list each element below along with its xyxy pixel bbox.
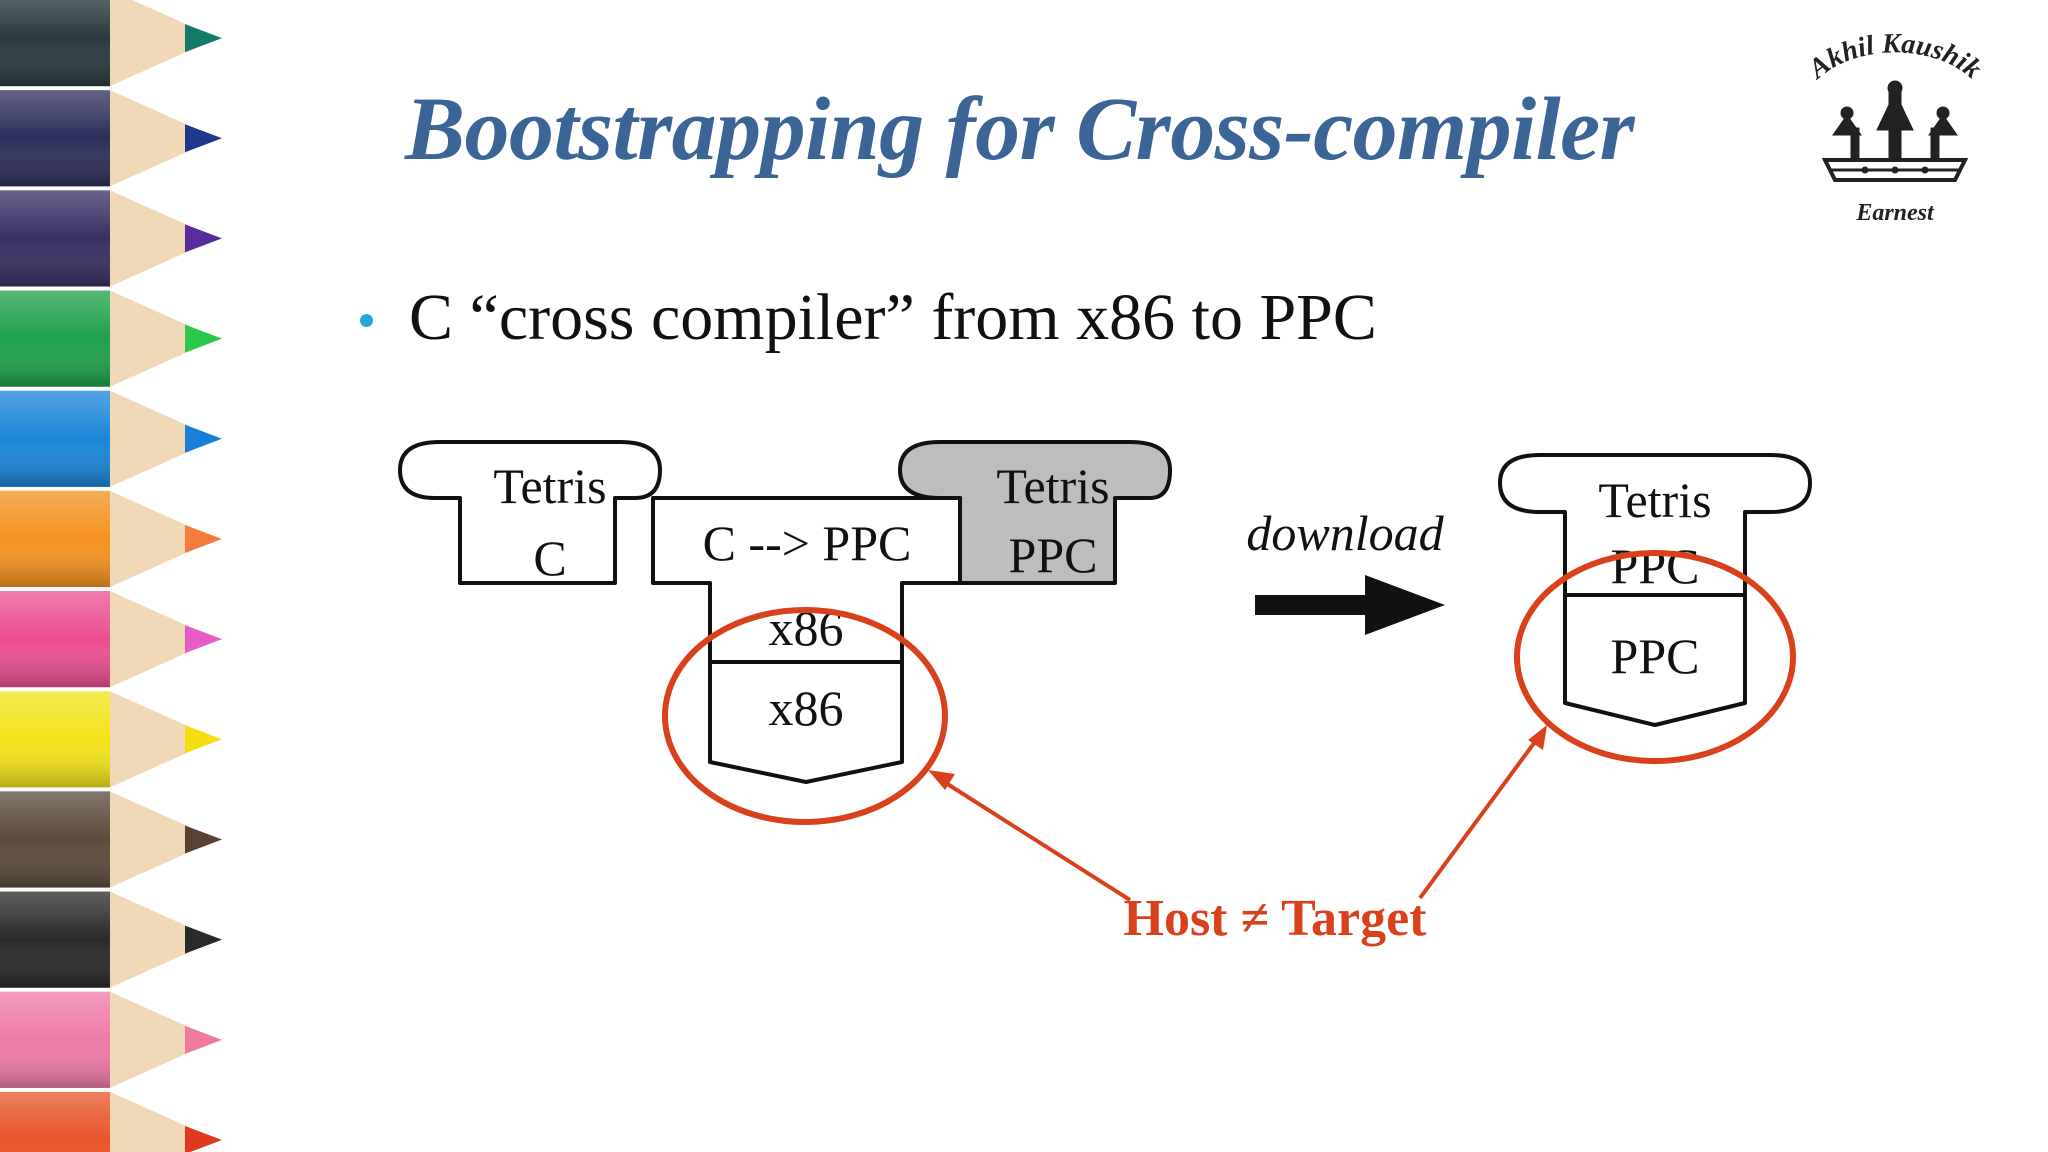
logo-name-text: Akhil Kaushik <box>1801 30 1987 86</box>
pencil-shade <box>0 0 110 87</box>
target-pointer-arrow <box>1418 733 1542 900</box>
pencil-tip <box>185 424 222 453</box>
left-machine-label: x86 <box>769 680 844 736</box>
left-program-line2: C <box>533 530 566 586</box>
pencil-tip <box>185 124 222 153</box>
right-program-line2: PPC <box>1611 538 1700 594</box>
arrow-right-icon <box>1255 575 1445 635</box>
crown-icon <box>1821 80 1969 182</box>
bootstrap-diagram: PPC / x86 --> Tetris C C --> PPC x86 Tet… <box>398 440 1812 947</box>
pencil-shade <box>0 390 110 487</box>
pencil-tip <box>185 524 222 553</box>
pencil-tip <box>185 1126 222 1152</box>
right-machine-label: PPC <box>1611 628 1700 684</box>
colored-pencils-border <box>0 0 222 1152</box>
pencil-wood <box>110 691 195 788</box>
pencil-shade <box>0 891 110 988</box>
pencil-shade <box>0 591 110 688</box>
pencil-wood <box>110 991 195 1088</box>
pencil-tip <box>185 725 222 754</box>
pencil-shade <box>0 290 110 387</box>
pencil-shade <box>0 691 110 788</box>
machine-box-left <box>708 660 904 784</box>
program-box-output <box>898 440 1172 585</box>
pencil-wood <box>110 0 195 87</box>
pencil-wood <box>110 1091 195 1152</box>
pencil-wood <box>110 490 195 588</box>
output-program-line2: PPC <box>1009 527 1098 583</box>
compiler-box <box>651 496 962 664</box>
pencil-tip <box>185 324 222 353</box>
pencil-tip <box>185 224 222 253</box>
download-label: download <box>1246 505 1444 561</box>
pencil-shade <box>0 1091 110 1152</box>
logo-tagline: Earnest <box>1855 200 1935 226</box>
pencil-tip <box>185 24 222 53</box>
pencil-shade <box>0 791 110 888</box>
pencil-wood <box>110 891 195 988</box>
left-program-line1: Tetris <box>493 458 606 514</box>
pencil-wood <box>110 390 195 487</box>
pencil-shade <box>0 490 110 588</box>
host-pointer-arrow <box>936 776 1132 902</box>
pencil-tip <box>185 1025 222 1054</box>
bullet-text: C “cross compiler” from x86 to PPC <box>409 281 1377 354</box>
machine-box-right <box>1563 593 1747 727</box>
slide-title: Bootstrapping for Cross-compiler <box>405 80 1635 179</box>
svg-text:Akhil Kaushik: Akhil Kaushik <box>1801 30 1987 86</box>
output-program-line1: Tetris <box>996 458 1109 514</box>
pencil-wood <box>110 90 195 187</box>
host-highlight-ellipse <box>662 607 948 825</box>
right-program-line1: Tetris <box>1598 472 1711 528</box>
compiler-label: C --> PPC <box>703 515 912 571</box>
pencil-wood <box>110 791 195 888</box>
pencil-shade <box>0 190 110 287</box>
pencil-wood <box>110 290 195 387</box>
pencil-shade <box>0 991 110 1088</box>
pencil-shade <box>0 90 110 187</box>
pencil-tip <box>185 925 222 954</box>
target-highlight-ellipse <box>1514 550 1796 764</box>
pencil-wood <box>110 190 195 287</box>
pencil-wood <box>110 591 195 688</box>
host-target-annotation: Host ≠ Target <box>1124 890 1428 947</box>
pencil-tip <box>185 625 222 654</box>
pencil-tip <box>185 825 222 854</box>
program-box-left <box>398 440 662 585</box>
program-box-right <box>1498 453 1812 597</box>
bullet-dot-icon <box>360 313 373 327</box>
bullet-point: C “cross compiler” from x86 to PPC <box>360 280 1377 356</box>
logo: Akhil Kaushik Earnest <box>1801 30 1987 226</box>
